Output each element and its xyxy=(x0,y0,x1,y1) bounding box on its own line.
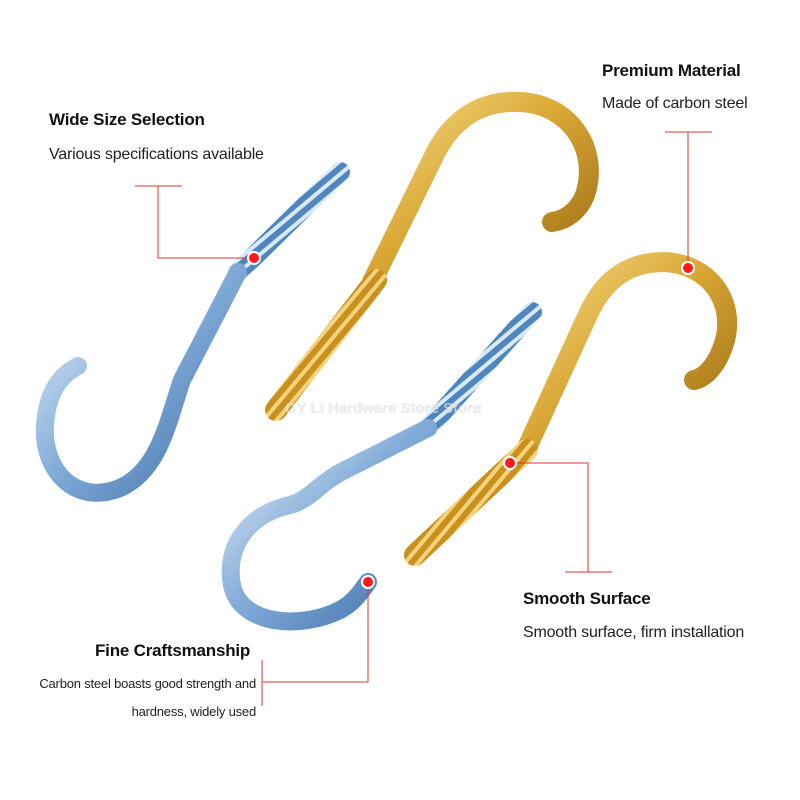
gold-hook-large-curve xyxy=(362,91,599,292)
callout-title-wide-size: Wide Size Selection xyxy=(49,110,205,129)
callout-desc-premium: Made of carbon steel xyxy=(602,95,748,112)
gold-hook-small-curve xyxy=(515,251,738,462)
silver-hook-small xyxy=(221,302,542,631)
leader-wide-size xyxy=(135,185,254,259)
callout-title-fine: Fine Craftsmanship xyxy=(95,641,251,660)
callout-desc-wide-size: Various specifications available xyxy=(49,146,264,163)
marker-smooth xyxy=(503,456,517,470)
gold-hook-large xyxy=(265,91,599,421)
callout-desc-smooth: Smooth surface, firm installation xyxy=(523,624,745,641)
leader-lines xyxy=(135,131,712,706)
gold-hook-large-thread xyxy=(265,269,387,421)
callout-title-smooth: Smooth Surface xyxy=(523,589,651,608)
marker-premium xyxy=(681,261,695,275)
store-watermark: GY Li Hardware Store Store xyxy=(285,400,482,417)
callout-desc-fine: Carbon steel boasts good strength and ha… xyxy=(10,670,256,726)
silver-hook-small-thread xyxy=(418,302,542,438)
leader-smooth xyxy=(510,462,612,573)
callout-title-premium: Premium Material xyxy=(602,61,741,80)
callout-desc-fine-line2: hardness, widely used xyxy=(131,704,257,719)
marker-dots xyxy=(247,251,695,589)
callout-desc-fine-line1: Carbon steel boasts good strength and xyxy=(39,676,256,691)
silver-hook-small-curve xyxy=(221,419,437,631)
silver-hook-large-curve xyxy=(35,263,247,502)
marker-wide-size xyxy=(247,251,261,265)
leader-premium xyxy=(665,131,712,268)
silver-hook-large xyxy=(35,162,350,502)
leader-fine xyxy=(261,582,369,706)
marker-fine xyxy=(361,575,375,589)
